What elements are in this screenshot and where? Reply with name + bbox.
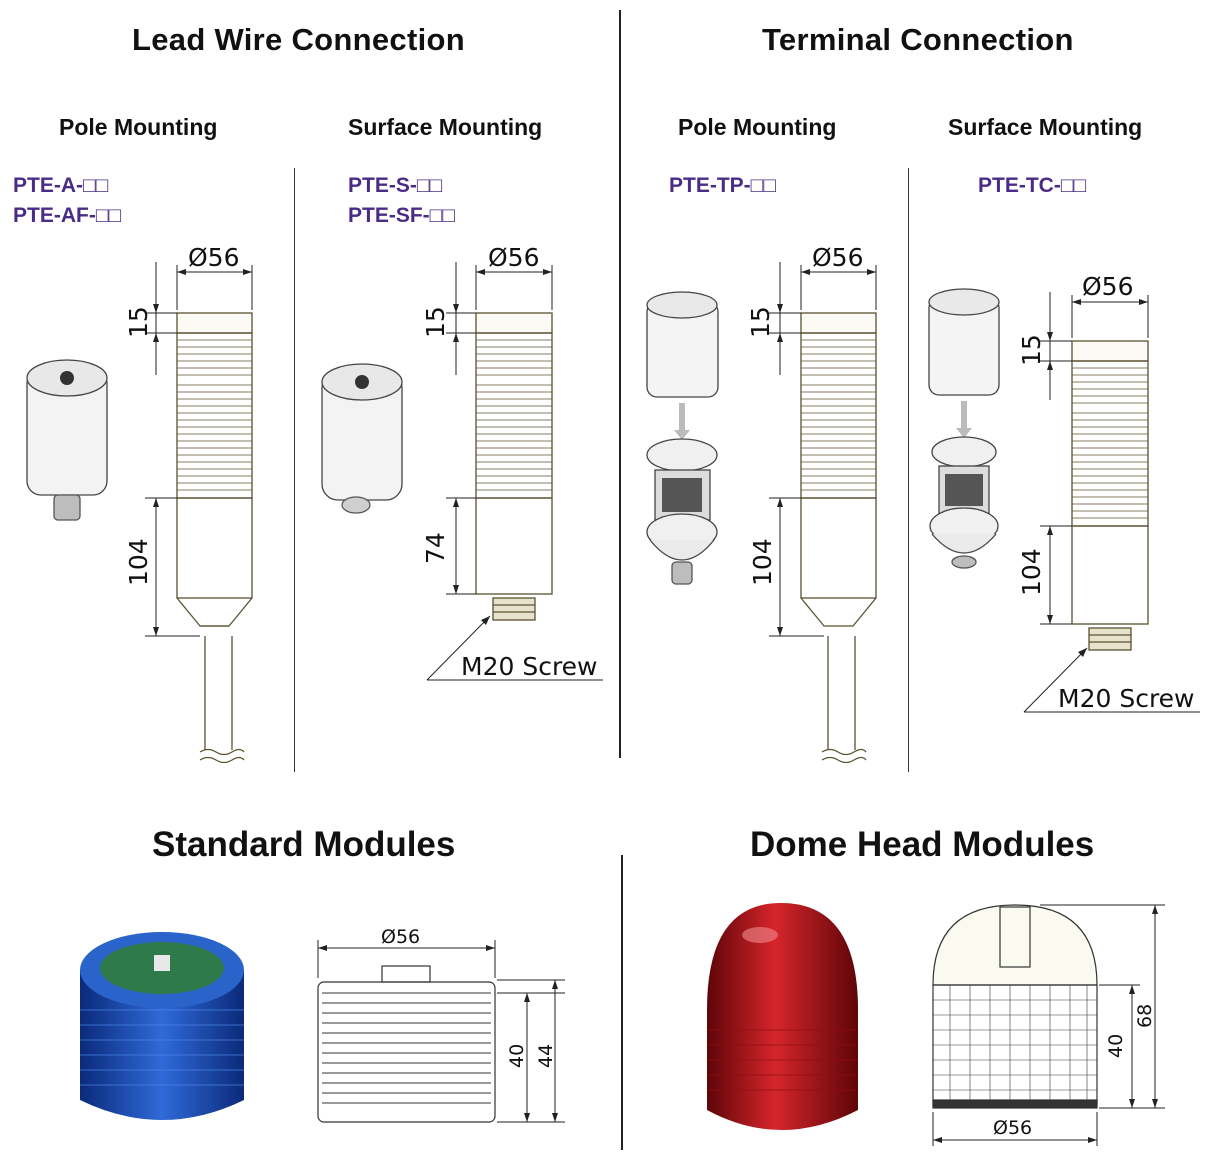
std-module-diameter: Ø56 [381, 926, 420, 948]
lw-pole-cap-height: 15 [124, 306, 153, 338]
dome-outer-height: 68 [1134, 1004, 1156, 1028]
std-module-inner-height: 40 [506, 1044, 528, 1068]
std-module-outer-height: 44 [535, 1044, 557, 1068]
lw-pole-body-height: 104 [124, 538, 153, 586]
tc-surface-screw: M20 Screw [1058, 684, 1195, 713]
tc-pole-diameter: Ø56 [812, 243, 864, 272]
divider-tc [908, 168, 909, 772]
lw-surface-heading: Surface Mounting [348, 114, 543, 140]
tc-pole-heading: Pole Mounting [678, 114, 837, 140]
red-dome-photo [707, 903, 858, 1130]
lw-surface-body-height: 74 [421, 532, 450, 564]
divider-lw [294, 168, 295, 772]
terminal-heading: Terminal Connection [762, 22, 1074, 57]
tc-surface-body-height: 104 [1017, 548, 1046, 596]
lw-surface-cap-height: 15 [421, 306, 450, 338]
divider-main-top [619, 10, 621, 758]
standard-modules-heading: Standard Modules [152, 825, 456, 864]
tc-surface-heading: Surface Mounting [948, 114, 1143, 140]
dome-inner-height: 40 [1105, 1034, 1127, 1058]
dome-modules-heading: Dome Head Modules [750, 825, 1095, 864]
model-pte-sf: PTE-SF-□□ [348, 204, 456, 227]
blue-module-photo [80, 932, 244, 1120]
model-pte-tp: PTE-TP-□□ [669, 174, 777, 197]
tc-pole-cap-height: 15 [746, 306, 775, 338]
model-pte-tc: PTE-TC-□□ [978, 174, 1087, 197]
lead-wire-heading: Lead Wire Connection [132, 22, 465, 57]
lw-surface-diameter: Ø56 [488, 243, 540, 272]
model-pte-s: PTE-S-□□ [348, 174, 443, 197]
model-pte-af: PTE-AF-□□ [13, 204, 122, 227]
divider-main-bottom [621, 855, 623, 1150]
tc-pole-body-height: 104 [748, 538, 777, 586]
tc-surface-cap-height: 15 [1017, 334, 1046, 366]
lw-pole-heading: Pole Mounting [59, 114, 218, 140]
lw-surface-screw: M20 Screw [461, 652, 598, 681]
tc-surface-diameter: Ø56 [1082, 272, 1134, 301]
dome-diameter: Ø56 [993, 1117, 1032, 1139]
model-pte-a: PTE-A-□□ [13, 174, 109, 197]
lw-pole-diameter: Ø56 [188, 243, 240, 272]
